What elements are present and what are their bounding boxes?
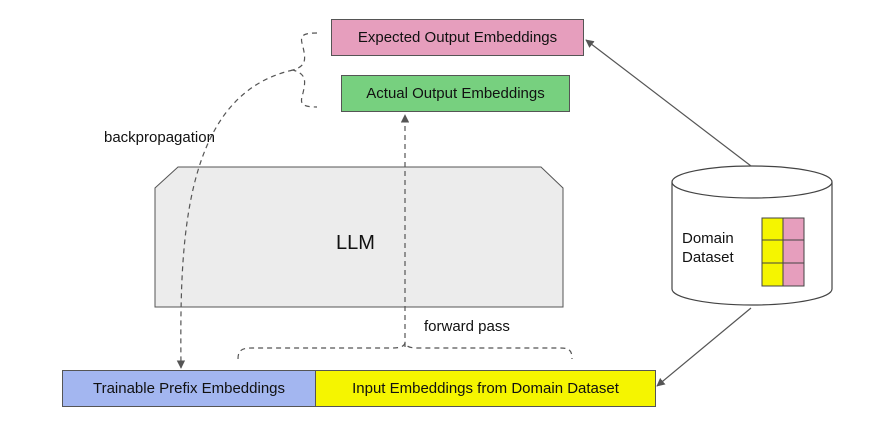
dataset-table [761, 217, 805, 287]
expected-output-label: Expected Output Embeddings [357, 29, 558, 46]
dataset-cell [761, 217, 784, 241]
dataset-cell [761, 239, 784, 264]
actual-output-label: Actual Output Embeddings [366, 85, 545, 102]
trainable-prefix-box: Trainable Prefix Embeddings [62, 370, 316, 407]
forward-pass-label: forward pass [424, 318, 510, 335]
dataset-to-input-arrow [656, 307, 752, 387]
expected-output-box: Expected Output Embeddings [331, 19, 584, 56]
dataset-cell [782, 239, 805, 264]
dataset-label: Domain Dataset [682, 230, 734, 266]
input-embeddings-box: Input Embeddings from Domain Dataset [315, 370, 656, 407]
output-brace [290, 32, 318, 108]
llm-block [154, 166, 564, 308]
trainable-prefix-label: Trainable Prefix Embeddings [92, 380, 286, 397]
input-embeddings-label: Input Embeddings from Domain Dataset [352, 380, 619, 397]
backpropagation-label: backpropagation [104, 129, 215, 146]
dataset-to-expected-arrow [585, 39, 752, 167]
dataset-cell [761, 262, 784, 287]
dataset-cell [782, 262, 805, 287]
llm-label: LLM [336, 232, 375, 254]
dataset-cell [782, 217, 805, 241]
input-brace [237, 341, 573, 360]
actual-output-box: Actual Output Embeddings [341, 75, 570, 112]
